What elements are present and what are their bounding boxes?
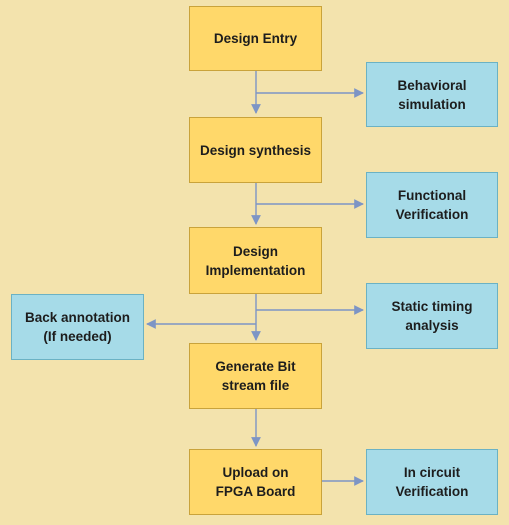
step-upload-on-fpga-board: Upload on FPGA Board	[189, 449, 322, 515]
step-design-entry: Design Entry	[189, 6, 322, 71]
branch-static-timing-analysis: Static timing analysis	[366, 283, 498, 349]
branch-in-circuit-verification: In circuit Verification	[366, 449, 498, 515]
step-design-synthesis: Design synthesis	[189, 117, 322, 183]
branch-behavioral-simulation: Behavioral simulation	[366, 62, 498, 127]
step-design-implementation: Design Implementation	[189, 227, 322, 294]
step-generate-bit-stream-file: Generate Bit stream file	[189, 343, 322, 409]
branch-functional-verification: Functional Verification	[366, 172, 498, 238]
branch-back-annotation: Back annotation (If needed)	[11, 294, 144, 360]
